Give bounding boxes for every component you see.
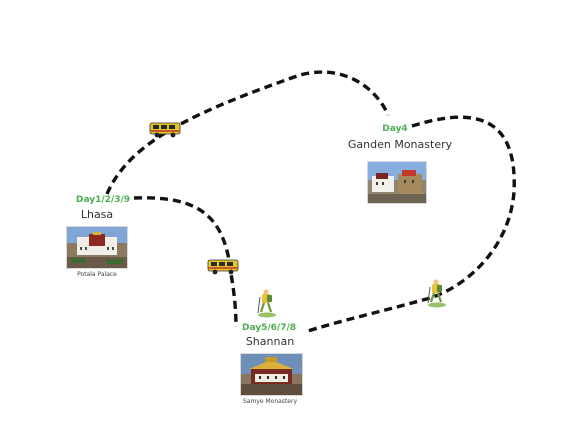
route-lhasa-ganden <box>105 70 390 195</box>
stop-ganden-day: Day4 <box>382 124 408 134</box>
van-icon <box>149 122 181 138</box>
samye-monastery-photo[interactable] <box>240 353 303 396</box>
stop-lhasa-day: Day1/2/3/9 <box>75 195 131 205</box>
route-ganden-shannan <box>304 115 516 334</box>
stop-lhasa-caption: Potala Palace <box>77 271 117 278</box>
ganden-monastery-photo[interactable] <box>367 161 427 204</box>
van-icon <box>207 259 239 275</box>
route-lhasa-shannan <box>133 196 238 328</box>
stop-shannan-day: Day5/6/7/8 <box>241 323 297 333</box>
stop-shannan-name: Shannan <box>245 335 295 348</box>
stop-lhasa-name: Lhasa <box>80 208 114 221</box>
stop-shannan-caption: Samye Monastery <box>243 398 297 405</box>
hiker-icon <box>257 289 276 318</box>
stop-ganden-name: Ganden Monastery <box>347 138 453 151</box>
potala-palace-photo[interactable] <box>66 226 128 269</box>
hiker-icon <box>427 279 446 308</box>
